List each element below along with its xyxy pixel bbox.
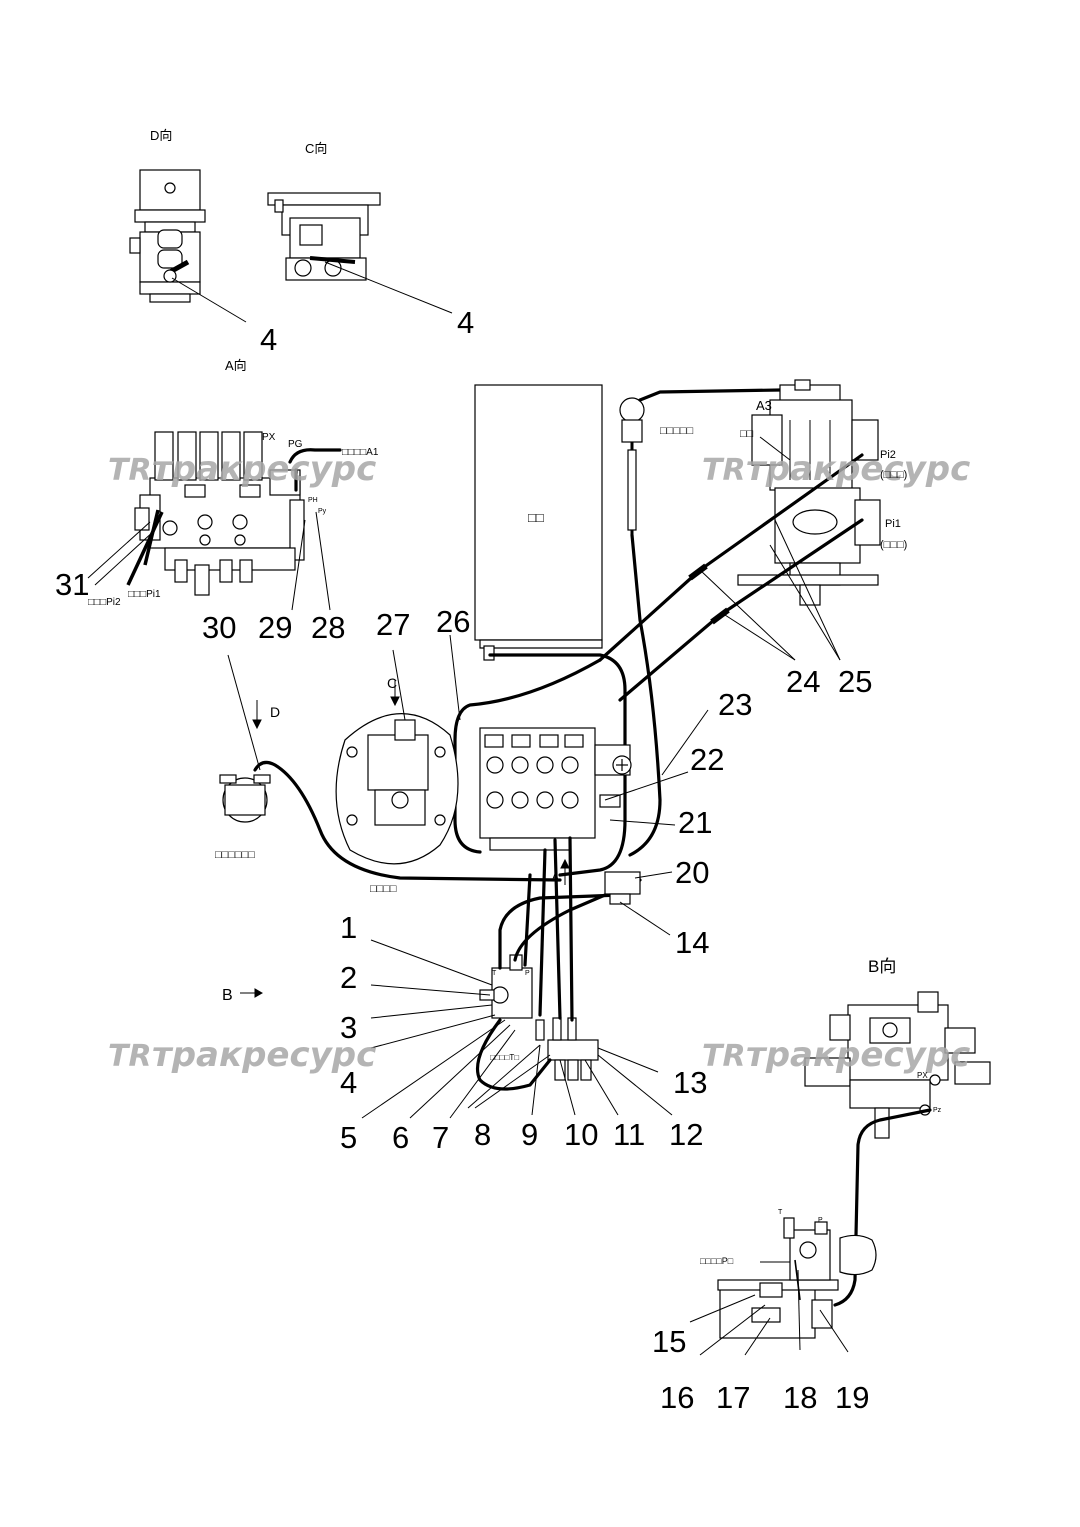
marker-port-t: T xyxy=(492,970,497,977)
svg-text:тракресурс: тракресурс xyxy=(152,449,376,489)
center-control-valve xyxy=(479,727,632,851)
callout-8: 8 xyxy=(474,1117,491,1152)
marker-pi1: Pi1 xyxy=(885,518,901,530)
callout-2: 2 xyxy=(340,960,357,995)
view-b-assembly xyxy=(804,991,991,1139)
marker-py: Py xyxy=(318,508,327,515)
marker-pg: PG xyxy=(288,439,303,450)
callout-20: 20 xyxy=(675,855,709,890)
watermark-2: TR тракресурс xyxy=(702,449,970,489)
callout-31: 31 xyxy=(55,567,89,602)
callout-21: 21 xyxy=(678,805,712,840)
marker-arrow-d: D xyxy=(270,704,280,720)
note-swing-motor: □□□□□□ xyxy=(215,849,255,861)
hydraulic-tank xyxy=(474,384,603,641)
view-a-control-valve xyxy=(134,431,305,596)
accumulator-assembly xyxy=(717,1217,877,1339)
callout-4-c: 4 xyxy=(457,305,474,340)
callout-27: 27 xyxy=(376,607,410,642)
note-filter: □□□□□ xyxy=(660,425,694,437)
swing-brake-unit xyxy=(219,774,271,823)
callout-10: 10 xyxy=(564,1117,598,1152)
note-pi2-port: □□□Pi2 xyxy=(88,597,121,608)
view-c-assembly xyxy=(267,192,381,281)
marker-arrow-c: C xyxy=(387,675,397,691)
note-pump-tag: □□ xyxy=(740,428,754,440)
marker-px-b: PX xyxy=(917,1071,928,1080)
marker-arrow-b: B xyxy=(222,987,233,1004)
marker-port-t-b: T xyxy=(778,1209,783,1216)
callout-29: 29 xyxy=(258,610,292,645)
view-c-label: C向 xyxy=(305,141,327,156)
callout-26: 26 xyxy=(436,604,470,639)
note-pilot-t: □□□□T□ xyxy=(490,1053,519,1062)
note-pi1-port: □□□Pi1 xyxy=(128,589,161,600)
callout-17: 17 xyxy=(716,1380,750,1415)
view-d-assembly xyxy=(129,169,206,303)
view-d-label: D向 xyxy=(150,128,172,143)
callout-7: 7 xyxy=(432,1120,449,1155)
callout-28: 28 xyxy=(311,610,345,645)
watermark-1: TR тракресурс xyxy=(108,449,376,489)
callout-19: 19 xyxy=(835,1380,869,1415)
callout-22: 22 xyxy=(690,742,724,777)
callout-24: 24 xyxy=(786,664,820,699)
callout-6: 6 xyxy=(392,1120,409,1155)
callout-14: 14 xyxy=(675,925,709,960)
marker-pi2-bracket: (□□□) xyxy=(880,469,907,481)
marker-a3: A3 xyxy=(756,398,772,413)
watermark-4: TR тракресурс xyxy=(702,1035,970,1075)
note-travel-motor: □□□□ xyxy=(370,883,397,895)
callout-16: 16 xyxy=(660,1380,694,1415)
note-tank: □□ xyxy=(528,510,544,525)
note-a1-port: □□□□A1 xyxy=(342,447,379,458)
callout-9: 9 xyxy=(521,1117,538,1152)
svg-text:TR: TR xyxy=(702,453,746,488)
marker-ph: PH xyxy=(308,497,318,504)
callout-30: 30 xyxy=(202,610,236,645)
svg-text:TR: TR xyxy=(108,453,152,488)
swing-motor-center xyxy=(335,713,459,865)
callout-4-d: 4 xyxy=(260,322,277,357)
callout-15: 15 xyxy=(652,1324,686,1359)
svg-text:TR: TR xyxy=(702,1039,746,1074)
view-a-label: A向 xyxy=(225,358,247,373)
note-pilot-p: □□□□P□ xyxy=(700,1256,734,1266)
view-b-label: B向 xyxy=(868,957,896,976)
callout-5: 5 xyxy=(340,1120,357,1155)
svg-text:TR: TR xyxy=(108,1039,152,1074)
marker-pi1-bracket: (□□□) xyxy=(880,539,907,551)
pilot-filter xyxy=(619,397,645,535)
callout-12: 12 xyxy=(669,1117,703,1152)
callout-23: 23 xyxy=(718,687,752,722)
svg-text:тракресурс: тракресурс xyxy=(746,449,970,489)
svg-text:тракресурс: тракресурс xyxy=(152,1035,376,1075)
callout-3: 3 xyxy=(340,1010,357,1045)
callout-13: 13 xyxy=(673,1065,707,1100)
svg-text:тракресурс: тракресурс xyxy=(746,1035,970,1075)
marker-pz: Pz xyxy=(933,1107,942,1114)
callout-18: 18 xyxy=(783,1380,817,1415)
callout-11: 11 xyxy=(613,1117,645,1152)
callout-1: 1 xyxy=(340,910,357,945)
callout-4: 4 xyxy=(340,1065,357,1100)
marker-pi2: Pi2 xyxy=(880,449,896,461)
marker-arrow-a: A xyxy=(552,872,559,883)
marker-port-p: P xyxy=(525,970,530,977)
watermark-3: TR тракресурс xyxy=(108,1035,376,1075)
marker-px: PX xyxy=(262,432,276,443)
callout-25: 25 xyxy=(838,664,872,699)
marker-port-p-b: P xyxy=(818,1217,823,1224)
